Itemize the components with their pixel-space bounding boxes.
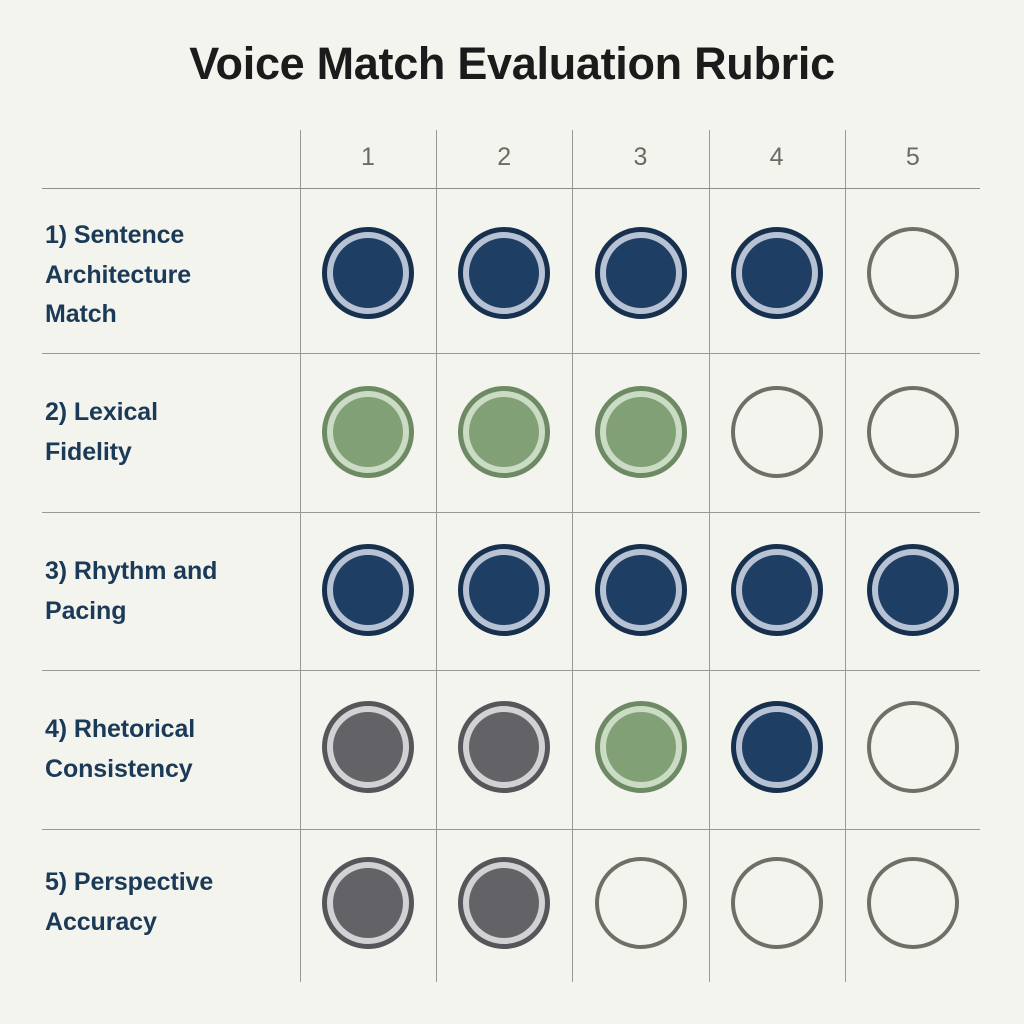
row-label-line: 3) Rhythm and: [45, 557, 218, 585]
circle-filled-green-icon: [594, 701, 687, 793]
rubric-cell-r3-c2[interactable]: [458, 544, 551, 636]
circle-filled-navy-icon: [866, 544, 959, 636]
rubric-cell-r1-c5[interactable]: [866, 227, 959, 319]
circle-filled-navy-icon: [730, 544, 823, 636]
row-label-line: Match: [45, 300, 117, 328]
rubric-cell-r1-c1[interactable]: [322, 227, 415, 319]
rubric-cell-r4-c1[interactable]: [322, 701, 415, 793]
grid-line-row-4: [42, 670, 980, 671]
circle-filled-navy-icon: [458, 227, 551, 319]
grid-line-vertical-4: [708, 130, 710, 982]
grid-line-vertical-2: [436, 130, 438, 982]
circle-filled-gray-icon: [322, 701, 415, 793]
rubric-cell-r2-c3[interactable]: [594, 386, 687, 478]
column-header-3: 3: [633, 143, 648, 171]
row-label-line: Fidelity: [45, 437, 132, 466]
rubric-cell-r5-c4[interactable]: [730, 857, 823, 949]
circle-empty-icon: [730, 386, 823, 478]
circle-empty-icon: [866, 386, 959, 478]
rubric-cell-r5-c5[interactable]: [866, 857, 959, 949]
rubric-cell-r2-c1[interactable]: [322, 386, 415, 478]
rubric-cell-r5-c1[interactable]: [322, 857, 415, 949]
rubric-cell-r3-c3[interactable]: [594, 544, 687, 636]
grid-line-row-3: [42, 512, 980, 513]
row-label-line: 2) Lexical: [45, 398, 158, 426]
circle-filled-gray-icon: [322, 857, 415, 949]
circle-filled-navy-icon: [730, 227, 823, 319]
row-label-line: 5) Perspective: [45, 868, 214, 896]
column-header-4: 4: [769, 143, 784, 171]
grid-line-row-5: [42, 829, 980, 830]
rubric-cell-r4-c3[interactable]: [594, 701, 687, 793]
rubric-cell-r5-c3[interactable]: [594, 857, 687, 949]
circle-filled-gray-icon: [458, 857, 551, 949]
grid-line-row-2: [42, 353, 980, 354]
column-header-1: 1: [361, 143, 375, 171]
rubric-cell-r3-c1[interactable]: [322, 544, 415, 636]
row-label-line: Architecture: [45, 260, 192, 289]
circle-filled-navy-icon: [594, 544, 687, 636]
circle-filled-gray-icon: [458, 701, 551, 793]
circle-empty-icon: [866, 701, 959, 793]
row-label-line: Accuracy: [45, 907, 157, 936]
column-header-5: 5: [905, 143, 920, 171]
row-label-line: 4) Rhetorical: [45, 715, 196, 743]
rubric-cell-r1-c2[interactable]: [458, 227, 551, 319]
rubric-cell-r4-c2[interactable]: [458, 701, 551, 793]
circle-filled-navy-icon: [322, 227, 415, 319]
circle-empty-icon: [866, 857, 959, 949]
grid-line-vertical-1: [300, 130, 301, 982]
circle-filled-navy-icon: [458, 544, 551, 636]
circle-empty-icon: [730, 857, 823, 949]
row-label-line: Pacing: [45, 596, 127, 625]
rubric-cell-r2-c2[interactable]: [458, 386, 551, 478]
circle-empty-icon: [594, 857, 687, 949]
rubric-cell-r1-c4[interactable]: [730, 227, 823, 319]
circle-filled-green-icon: [594, 386, 687, 478]
grid-line-header-rule: [42, 188, 980, 189]
rubric-cell-r3-c5[interactable]: [866, 544, 959, 636]
grid-line-vertical-3: [572, 130, 574, 982]
circle-filled-green-icon: [458, 386, 551, 478]
rubric-cell-r2-c4[interactable]: [730, 386, 823, 478]
row-label-line: Consistency: [45, 754, 193, 783]
row-label-line: 1) Sentence: [45, 221, 185, 249]
rubric-cell-r3-c4[interactable]: [730, 544, 823, 636]
column-header-2: 2: [497, 143, 512, 171]
page-title: Voice Match Evaluation Rubric: [189, 38, 835, 89]
grid-line-vertical-5: [844, 130, 846, 982]
rubric-cell-r2-c5[interactable]: [866, 386, 959, 478]
rubric-cell-r5-c2[interactable]: [458, 857, 551, 949]
rubric-cell-r4-c4[interactable]: [730, 701, 823, 793]
circle-empty-icon: [866, 227, 959, 319]
rubric-cell-r4-c5[interactable]: [866, 701, 959, 793]
circle-filled-green-icon: [322, 386, 415, 478]
circle-filled-navy-icon: [594, 227, 687, 319]
rubric-cell-r1-c3[interactable]: [594, 227, 687, 319]
circle-filled-navy-icon: [322, 544, 415, 636]
circle-filled-navy-icon: [730, 701, 823, 793]
